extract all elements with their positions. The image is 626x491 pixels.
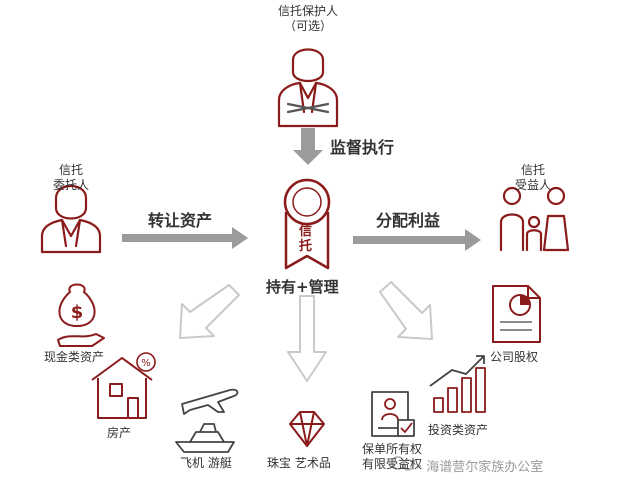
trust-seal-icon	[283, 178, 331, 270]
protector-label: 信托保护人 （可选）	[268, 4, 348, 34]
svg-text:%: %	[141, 358, 151, 369]
asset-jewelry-label: 珠宝 艺术品	[267, 456, 331, 470]
protector-icon	[277, 48, 339, 128]
family-icon	[499, 186, 570, 252]
protector-title: 信托保护人	[277, 4, 338, 18]
distribute-label: 分配利益	[376, 211, 441, 230]
svg-text:$: $	[71, 302, 84, 323]
house-icon: %	[91, 352, 156, 419]
asset-vehicles-label: 飞机 游艇	[180, 456, 232, 470]
beneficiary-line1: 信托	[520, 163, 545, 177]
settlor-label: 信托 委托人	[46, 163, 96, 193]
seal-char-2: 托	[299, 239, 313, 254]
arrow-down-left	[179, 284, 240, 339]
center-label: 持有+管理	[266, 278, 339, 296]
beneficiary-line2: 受益人	[514, 178, 551, 192]
arrow-down-right	[379, 281, 433, 340]
settlor-line2: 委托人	[52, 178, 89, 192]
watermark-text: · 海谱营尔家族办公室	[418, 460, 544, 475]
supervise-label: 监督执行	[330, 138, 395, 157]
arrow-down	[287, 295, 327, 382]
watermark-logo-icon	[391, 456, 414, 471]
beneficiary-label: 信托 受益人	[508, 163, 558, 193]
asset-insurance-label: 保单所有权 有限受益权	[362, 442, 422, 472]
settlor-line1: 信托	[58, 163, 83, 177]
money-bag-icon: $	[57, 283, 105, 347]
transfer-label: 转让资产	[148, 211, 213, 230]
asset-investment-label: 投资类资产	[428, 423, 489, 437]
seal-char-1: 信	[299, 224, 313, 239]
investment-chart-icon	[429, 355, 486, 413]
asset-house-label: 房产	[107, 426, 132, 440]
diamond-icon	[289, 411, 325, 447]
settlor-icon	[40, 184, 102, 254]
trust-seal-text: 信 托	[299, 224, 312, 254]
insurance-doc-icon	[371, 391, 415, 437]
protector-optional: （可选）	[283, 19, 332, 33]
asset-arrows	[179, 281, 433, 382]
equity-doc-icon	[492, 285, 541, 343]
insurance-line2: 有限受益权	[362, 457, 423, 471]
asset-cash-label: 现金类资产	[44, 350, 105, 364]
asset-equity-label: 公司股权	[490, 350, 539, 364]
insurance-line1: 保单所有权	[362, 442, 423, 456]
distribute-arrow	[353, 229, 481, 251]
transfer-arrow	[122, 227, 248, 249]
plane-yacht-icon	[175, 388, 239, 453]
supervise-arrow	[293, 128, 323, 165]
